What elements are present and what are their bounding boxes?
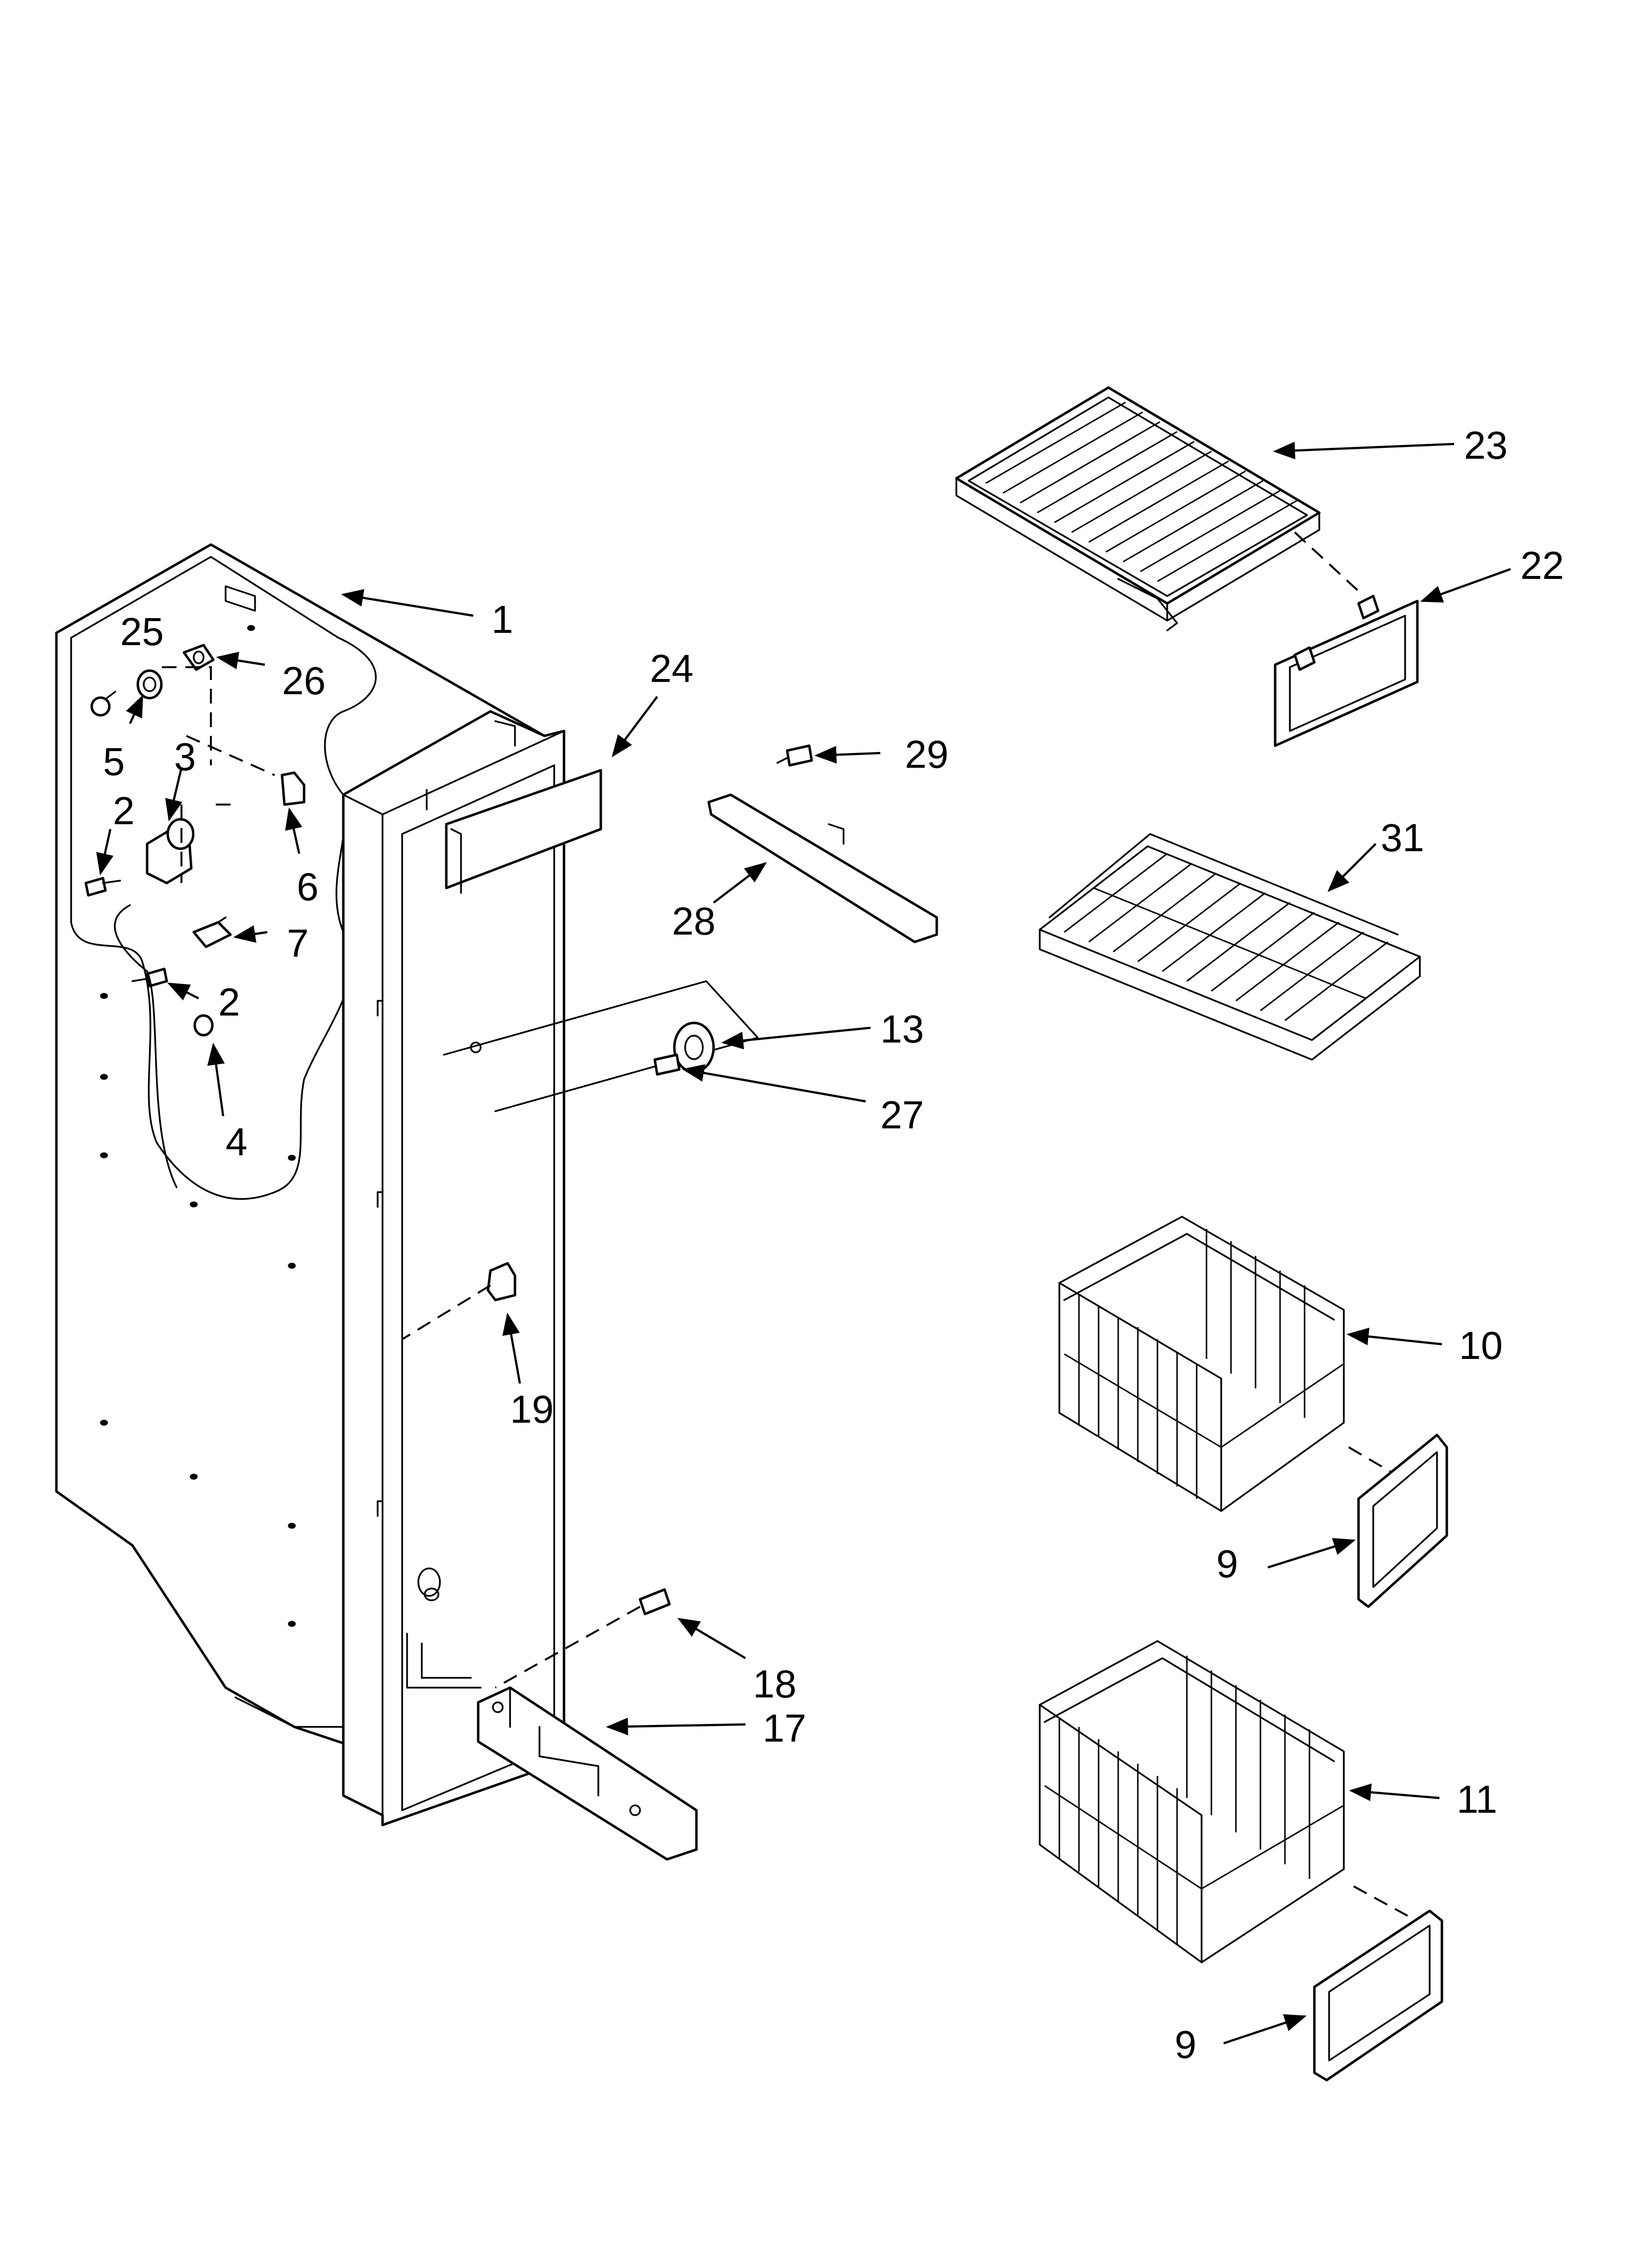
trim-22-drawing [1274, 595, 1419, 747]
part-label-9a: 9 [1216, 1542, 1238, 1586]
screw-2b-drawing [131, 967, 168, 988]
part-label-24: 24 [650, 647, 693, 690]
cam-13-drawing [443, 980, 759, 1112]
freezer-liner-drawing [55, 543, 565, 1826]
part-label-29: 29 [905, 732, 949, 776]
part-label-7: 7 [287, 921, 309, 965]
sensor-6-drawing [281, 771, 306, 806]
part-label-28: 28 [672, 899, 716, 943]
part-label-23: 23 [1464, 423, 1508, 467]
screw-4-drawing [193, 1014, 214, 1037]
screw-2a-drawing [84, 877, 121, 897]
diffuser-24-drawing [445, 769, 602, 894]
part-labels: 1 24 25 26 5 3 2 6 7 2 4 29 28 13 27 19 … [103, 423, 1564, 2066]
part-label-17: 17 [763, 1706, 806, 1750]
part-label-25: 25 [120, 610, 164, 653]
rail-28-drawing [707, 793, 938, 943]
basket-10-drawing [1058, 1216, 1409, 1512]
part-label-27: 27 [880, 1093, 924, 1137]
bulb-drawing [90, 691, 116, 717]
part-label-3: 3 [174, 735, 196, 779]
shelf-31-drawing [1039, 833, 1421, 1061]
switch-19-drawing [401, 1262, 516, 1340]
part-label-19: 19 [510, 1387, 554, 1431]
part-label-1: 1 [491, 598, 513, 641]
assembly-lines-left [162, 666, 275, 883]
screw-29-drawing [776, 744, 813, 767]
part-label-26: 26 [282, 659, 326, 703]
liner-mounting-holes [100, 625, 482, 1627]
part-label-9b: 9 [1175, 2023, 1197, 2066]
trim-17-drawing [477, 1686, 698, 1861]
basket-front-9a-drawing [1357, 1434, 1448, 1608]
basket-11-drawing [1039, 1640, 1408, 1963]
part-label-31: 31 [1381, 816, 1424, 860]
shelf-23-drawing [955, 386, 1360, 631]
part-label-13: 13 [880, 1007, 924, 1051]
part-label-10: 10 [1459, 1324, 1503, 1367]
part-label-11: 11 [1457, 1777, 1497, 1821]
screw-18-drawing [495, 1588, 671, 1689]
light-shield-drawing [136, 669, 163, 700]
part-label-22: 22 [1520, 544, 1564, 587]
part-label-4: 4 [226, 1120, 248, 1164]
screw-27-drawing [653, 1053, 681, 1076]
part-label-2b: 2 [218, 980, 240, 1024]
light-socket-drawing [146, 818, 195, 885]
part-label-6: 6 [297, 865, 319, 909]
basket-front-9b-drawing [1313, 1909, 1443, 2082]
part-label-5: 5 [103, 740, 125, 783]
part-label-2a: 2 [113, 789, 135, 833]
part-label-18: 18 [753, 1662, 796, 1706]
wire-harness-drawing [114, 904, 178, 1188]
leader-arrows [96, 442, 1511, 2045]
switch-26-drawing [182, 644, 215, 671]
thermistor-7-drawing [192, 916, 232, 948]
